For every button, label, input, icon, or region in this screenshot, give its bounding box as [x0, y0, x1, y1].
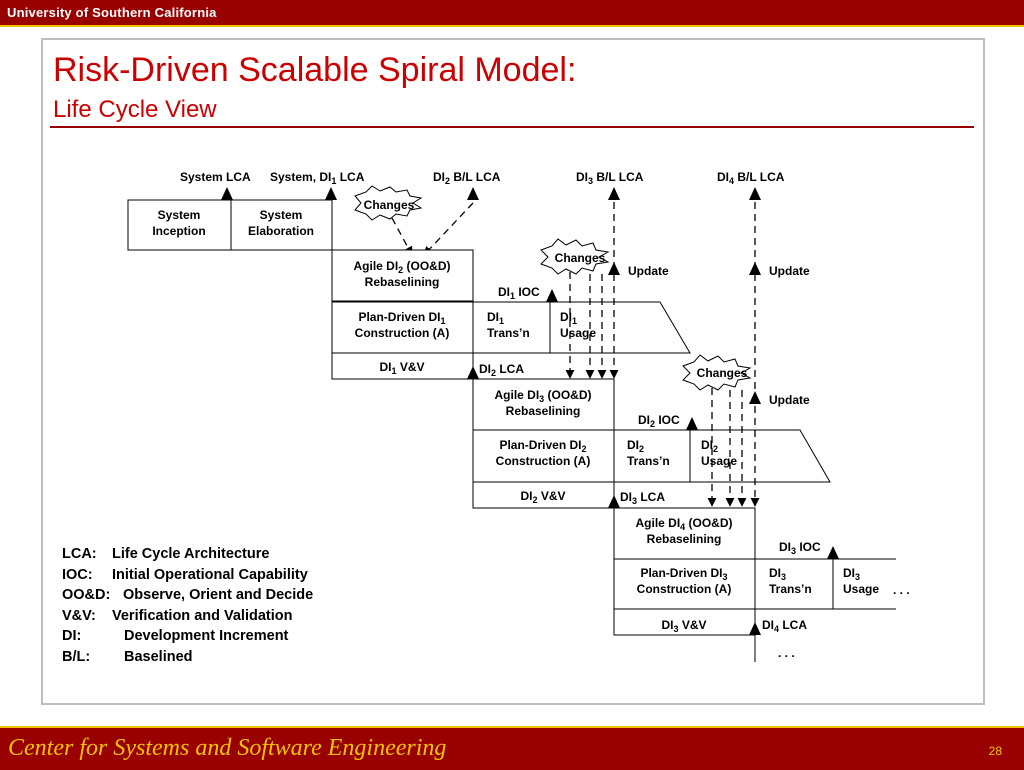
milestone-triangle	[546, 289, 558, 302]
milestone-di2-bl-lca: DI2 B/L LCA	[433, 170, 501, 186]
continuation-ellipsis: . . .	[893, 583, 910, 597]
agile-di2-label: Agile DI2 (OO&D)Rebaselining	[353, 259, 450, 289]
di2-vv-box	[472, 481, 615, 509]
changes-arrow	[391, 217, 413, 256]
milestone-di3-lca: DI3 LCA	[620, 490, 665, 506]
footer-bar: Center for Systems and Software Engineer…	[0, 726, 1024, 770]
milestone-triangle	[467, 187, 479, 200]
legend: LCA:Life Cycle Architecture IOC:Initial …	[62, 544, 313, 668]
changes-label-3: Changes	[697, 366, 748, 380]
header-bar: University of Southern California	[0, 0, 1024, 27]
di1-vv-label: DI1 V&V	[379, 360, 424, 376]
page-number: 28	[988, 744, 1002, 758]
agile-di3-label: Agile DI3 (OO&D)Rebaselining	[494, 388, 591, 418]
legend-item: IOC:Initial Operational Capability	[62, 566, 308, 583]
di3-vv-box	[613, 608, 756, 636]
milestone-triangle	[608, 495, 620, 508]
milestone-triangle	[608, 187, 620, 200]
milestone-di3-bl-lca: DI3 B/L LCA	[576, 170, 644, 186]
legend-item: OO&D:Observe, Orient and Decide	[62, 587, 314, 604]
di2-vv-label: DI2 V&V	[520, 489, 565, 505]
milestone-triangle	[467, 366, 479, 379]
plan-di1-row	[331, 301, 691, 354]
milestone-di2-ioc: DI2 IOC	[638, 413, 680, 429]
agile-di4-label: Agile DI4 (OO&D)Rebaselining	[635, 516, 732, 546]
milestone-triangle	[827, 546, 839, 559]
milestone-di2-lca: DI2 LCA	[479, 362, 524, 378]
center-name: Center for Systems and Software Engineer…	[8, 735, 447, 761]
milestone-triangle	[749, 622, 761, 635]
milestone-di1-ioc: DI1 IOC	[498, 285, 540, 301]
di3-vv-label: DI3 V&V	[661, 618, 706, 634]
agile-di3-box	[472, 378, 615, 431]
plan-di2-row	[472, 429, 831, 483]
changes-burst-3	[682, 354, 752, 391]
system-inception-box	[127, 199, 232, 251]
slide-title: Risk-Driven Scalable Spiral Model:	[53, 51, 577, 89]
changes-burst-2	[540, 238, 610, 275]
update-label-2: Update	[769, 264, 810, 278]
continuation-ellipsis: . . .	[778, 646, 795, 660]
milestone-di4-bl-lca: DI4 B/L LCA	[717, 170, 785, 186]
changes-label-1: Changes	[364, 198, 415, 212]
milestone-di4-lca: DI4 LCA	[762, 618, 807, 634]
university-name: University of Southern California	[7, 5, 217, 20]
di1-vv-box	[331, 352, 474, 380]
title-rule	[50, 126, 974, 128]
update-label-1: Update	[628, 264, 669, 278]
milestone-system-lca: System LCA	[180, 170, 251, 184]
changes-burst-1	[354, 185, 423, 221]
slide-frame	[41, 38, 985, 705]
legend-item: V&V:Verification and Validation	[62, 607, 293, 624]
milestone-triangle	[686, 417, 698, 430]
changes-arrow	[423, 202, 474, 256]
system-elaboration-box	[230, 199, 333, 251]
milestone-triangle	[325, 187, 337, 200]
milestone-system-di1-lca: System, DI1 LCA	[270, 170, 365, 186]
milestone-triangle	[221, 187, 233, 200]
update-label-3: Update	[769, 393, 810, 407]
milestone-triangle	[749, 187, 761, 200]
legend-item: DI:Development Increment	[62, 628, 289, 645]
agile-di2-box	[331, 249, 474, 302]
legend-item: LCA:Life Cycle Architecture	[62, 546, 270, 562]
legend-item: B/L:Baselined	[62, 648, 193, 665]
milestone-di3-ioc: DI3 IOC	[779, 540, 821, 556]
slide-subtitle: Life Cycle View	[53, 96, 217, 123]
changes-label-2: Changes	[555, 251, 606, 265]
